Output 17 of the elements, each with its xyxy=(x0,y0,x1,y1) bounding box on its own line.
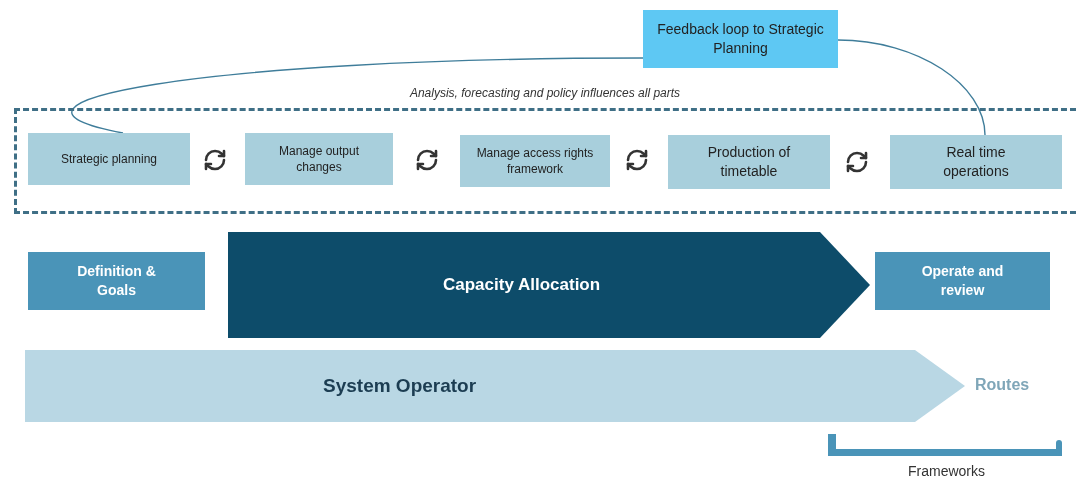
process-box: Manage access rights framework xyxy=(460,135,610,187)
chevron-arrow-shape xyxy=(228,232,870,338)
group-heading: Analysis, forecasting and policy influences all parts xyxy=(408,86,682,100)
feedback-curve xyxy=(837,39,986,136)
process-box: Production of timetable xyxy=(668,135,830,189)
text-label: Routes xyxy=(975,376,1030,394)
chevron-label: System Operator xyxy=(323,375,477,397)
text-label: Frameworks xyxy=(908,463,985,479)
process-box: Definition & Goals xyxy=(28,252,205,310)
process-box: Feedback loop to Strategic Planning xyxy=(643,10,838,68)
process-box: Strategic planning xyxy=(28,133,190,185)
process-box: Real time operations xyxy=(890,135,1062,189)
feedback-curve xyxy=(72,57,644,134)
process-box: Operate and review xyxy=(875,252,1050,310)
dashed-group-frame xyxy=(14,86,1076,214)
chevron-label: Capacity Allocation xyxy=(443,275,601,295)
process-box: Manage output changes xyxy=(245,133,393,185)
